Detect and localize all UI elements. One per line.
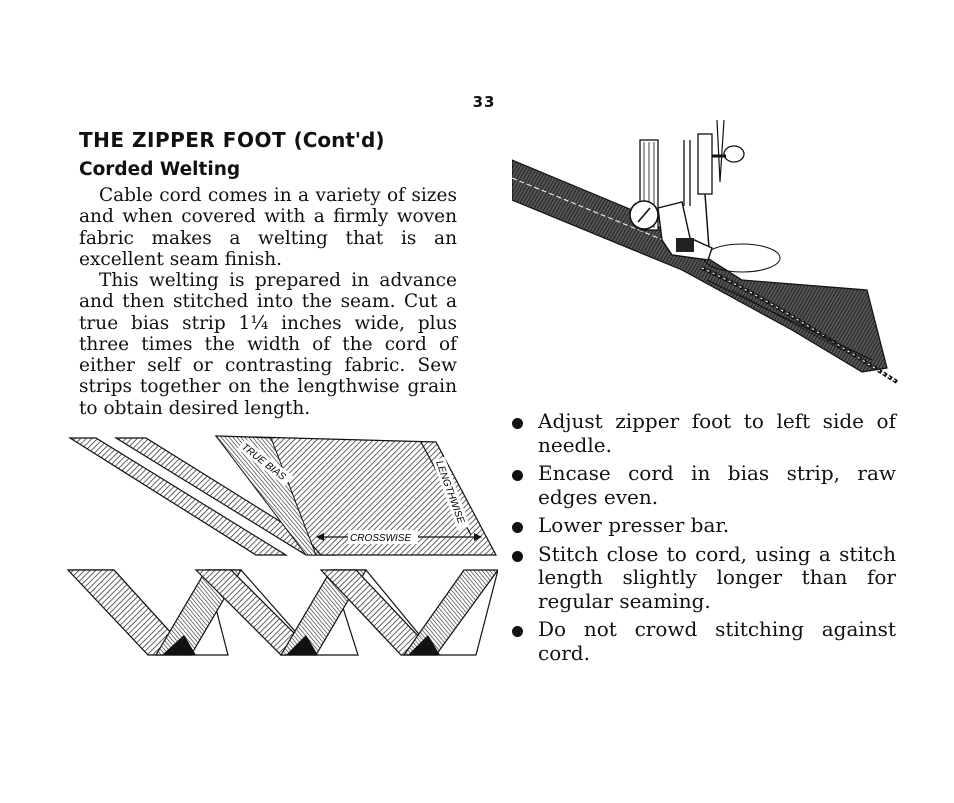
list-item: Lower presser bar. <box>512 513 896 538</box>
bias-strips-illustration: CROSSWISE LENGTHWISE TRUE BIAS <box>66 435 498 656</box>
zipper-foot-illustration <box>512 120 899 384</box>
section-title-suffix: (Cont'd) <box>293 128 385 152</box>
list-item-text: Stitch close to cord, using a stitch len… <box>538 541 896 613</box>
bullet-icon <box>512 550 523 562</box>
list-item-text: Do not crowd stitching against cord. <box>538 617 896 665</box>
list-item: Adjust zipper foot to left side of needl… <box>512 409 896 457</box>
list-item: Encase cord in bias strip, raw edges eve… <box>512 461 896 509</box>
page-number: 33 <box>472 93 496 111</box>
bullet-icon <box>512 418 523 429</box>
crosswise-label: CROSSWISE <box>350 533 411 544</box>
section-title-text: THE ZIPPER FOOT <box>79 128 287 152</box>
zipper-foot <box>657 201 713 261</box>
throat-plate <box>703 243 781 273</box>
list-item: Do not crowd stitching against cord. <box>512 617 896 665</box>
bullet-icon <box>512 626 523 637</box>
list-item-text: Lower presser bar. <box>538 513 730 537</box>
bullet-icon <box>512 470 523 481</box>
body-paragraph-2: This welting is prepared in advance and … <box>79 270 457 419</box>
subsection-title: Corded Welting <box>79 159 241 180</box>
thumb-screw-icon <box>723 145 745 163</box>
instruction-list: Adjust zipper foot to left side of needl… <box>512 409 896 670</box>
bullet-icon <box>512 522 523 533</box>
list-item: Stitch close to cord, using a stitch len… <box>512 541 896 614</box>
section-title: THE ZIPPER FOOT (Cont'd) <box>79 128 385 152</box>
body-paragraph-1: Cable cord comes in a variety of sizes a… <box>79 185 457 270</box>
list-item-text: Adjust zipper foot to left side of needl… <box>538 409 896 457</box>
needle-bar <box>697 133 713 195</box>
list-item-text: Encase cord in bias strip, raw edges eve… <box>538 461 896 509</box>
bias-strip-1 <box>67 437 289 556</box>
